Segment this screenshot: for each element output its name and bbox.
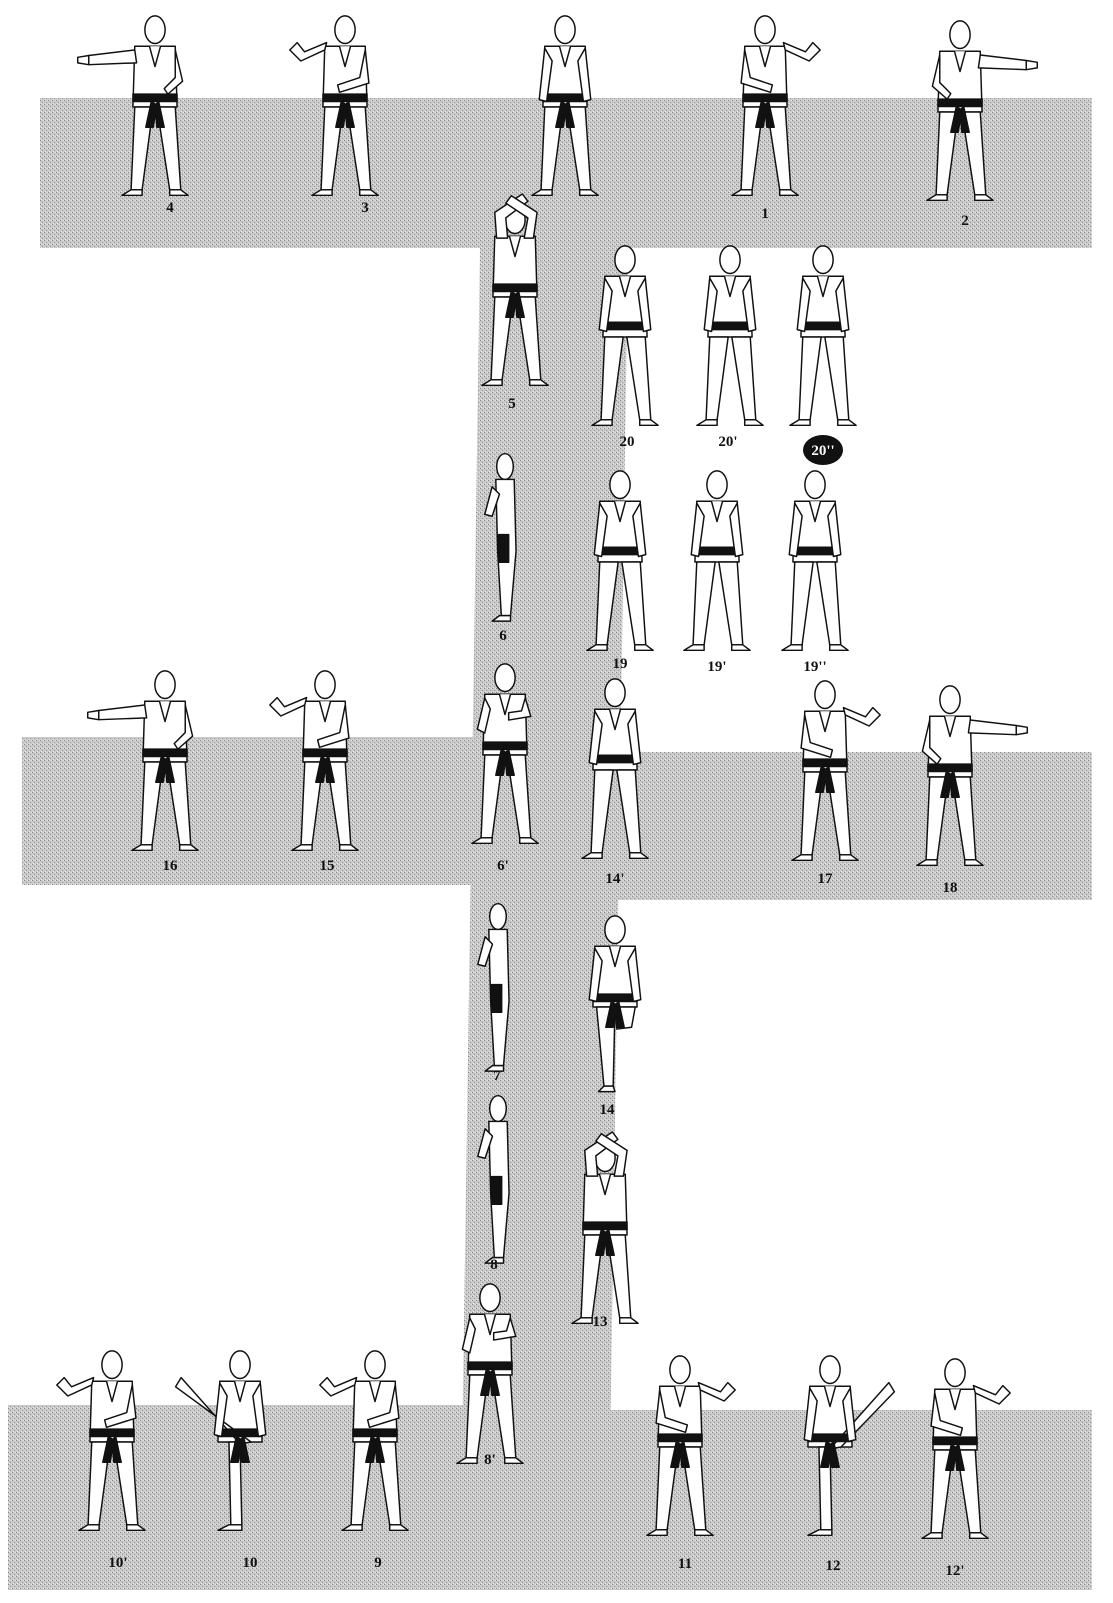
position-label: 14' [605, 871, 624, 887]
position-label: 20'' [811, 443, 834, 459]
position-label: 10' [108, 1555, 127, 1571]
position-label: 9 [374, 1555, 382, 1571]
middle-band-right [618, 752, 1092, 900]
position-label: 7 [493, 1068, 501, 1084]
figure-position-12 [782, 471, 848, 650]
position-label: 17 [818, 871, 834, 887]
position-label: 8 [490, 1257, 498, 1273]
position-label: 6 [499, 628, 507, 644]
position-label: 2 [961, 213, 969, 229]
position-label: 11 [678, 1556, 692, 1572]
position-label: 1 [761, 206, 769, 222]
position-label: 12' [945, 1563, 964, 1579]
position-label: 18 [943, 880, 958, 896]
position-label: 13 [593, 1314, 608, 1330]
position-label: 20 [620, 434, 635, 450]
position-label: 3 [361, 200, 369, 216]
position-label: 14 [600, 1102, 616, 1118]
position-label: 5 [508, 396, 516, 412]
figure-position-8 [790, 246, 856, 425]
position-label: 4 [166, 200, 174, 216]
figure-position-11 [684, 471, 750, 650]
position-label: 6' [497, 858, 509, 874]
middle-band-left [22, 737, 482, 885]
position-label: 8' [484, 1452, 496, 1468]
position-label: 19' [707, 659, 726, 675]
position-label: 16 [163, 858, 179, 874]
position-label: 12 [826, 1558, 841, 1574]
position-label: 19 [613, 656, 628, 672]
position-label: 20' [718, 434, 737, 450]
position-label: 10 [243, 1555, 258, 1571]
position-label: 15 [320, 858, 335, 874]
figure-position-7 [697, 246, 763, 425]
position-label: 19'' [803, 659, 826, 675]
